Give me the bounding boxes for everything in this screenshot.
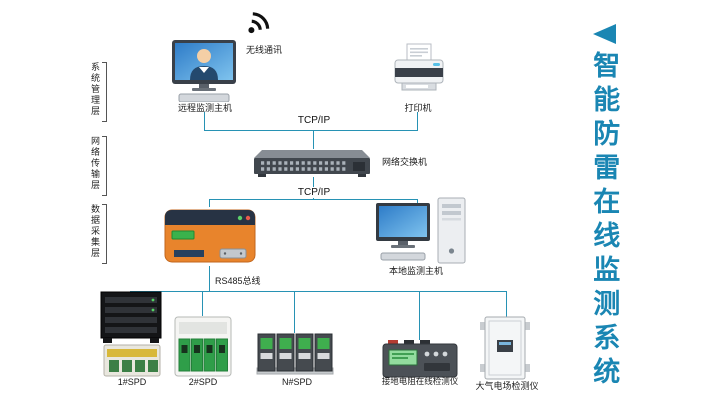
ground-tester-label: 接地电阻在线检测仪 (381, 376, 459, 386)
layer-bracket (102, 136, 107, 196)
layer-bracket (102, 204, 107, 264)
rack-device-icon (99, 291, 163, 349)
left-arrow-icon (592, 24, 616, 44)
wireless-label: 无线通讯 (245, 45, 283, 55)
serial-server-icon (162, 205, 258, 272)
switch-icon (254, 150, 370, 177)
efield-meter-icon (478, 316, 532, 387)
wall-cabinet-icon (480, 316, 530, 380)
spd-din-icon (174, 316, 232, 377)
layer-bracket (102, 62, 107, 122)
tcpip-label-top: TCP/IP (295, 115, 333, 126)
rs485-serial-server-icon (164, 209, 256, 263)
drop-efield-meter (506, 291, 507, 317)
drop-spd2 (202, 291, 203, 316)
printer-label: 打印机 (404, 103, 432, 113)
connector-serial-to-bus (209, 266, 210, 291)
ground-tester-icon (382, 340, 458, 378)
spd1-label: 1#SPD (117, 377, 147, 387)
network-switch-label: 网络交换机 (382, 157, 428, 167)
rs485-bus-line (130, 291, 506, 292)
side-title: 智能防雷在线监测系统 (584, 24, 624, 391)
page-title: 智能防雷在线监测系统 (589, 51, 620, 391)
spd1-icon (103, 344, 161, 382)
rs485-bus-label: RS485总线 (215, 276, 261, 286)
local-host-label: 本地监测主机 (388, 266, 444, 276)
layer-label: 网络传输层 (90, 136, 100, 191)
efield-meter-label: 大气电场检测仪 (475, 381, 539, 391)
layer-label: 系统管理层 (90, 62, 100, 117)
ground-tester-icon (382, 339, 458, 383)
drop-ground-tester (419, 291, 420, 340)
layer-system-management: 系统管理层 (90, 62, 107, 122)
network-switch-icon (252, 147, 372, 184)
spd2-label: 2#SPD (188, 377, 218, 387)
connector-tcpip-mid-bus (209, 199, 418, 200)
printer-icon (392, 42, 446, 105)
spd-module-row-icon (256, 333, 334, 375)
spd-din-icon (103, 344, 161, 377)
layer-data-acquisition: 数据采集层 (90, 204, 107, 264)
spdn-icon (256, 332, 334, 383)
spdn-label: N#SPD (281, 377, 313, 387)
wifi-icon (248, 12, 270, 34)
remote-host-label: 远程监测主机 (177, 103, 233, 113)
local-host-icon (375, 197, 467, 272)
connector-remote-host (204, 112, 205, 131)
drop-spdn (294, 291, 295, 333)
printer-icon (394, 43, 444, 91)
connector-to-switch (313, 130, 314, 149)
connector-tcpip-top-bus (204, 130, 418, 131)
desktop-tower-icon (376, 197, 466, 264)
rack-device-icon (100, 291, 162, 343)
connector-to-serial (209, 199, 210, 207)
desktop-operator-icon (172, 40, 236, 103)
tcpip-label-mid: TCP/IP (295, 187, 333, 198)
wifi-icon (230, 0, 282, 51)
layer-label: 数据采集层 (90, 204, 100, 259)
connector-printer (417, 112, 418, 131)
layer-network-transmission: 网络传输层 (90, 136, 107, 196)
spd2-icon (172, 315, 234, 383)
remote-host-icon (169, 40, 241, 107)
